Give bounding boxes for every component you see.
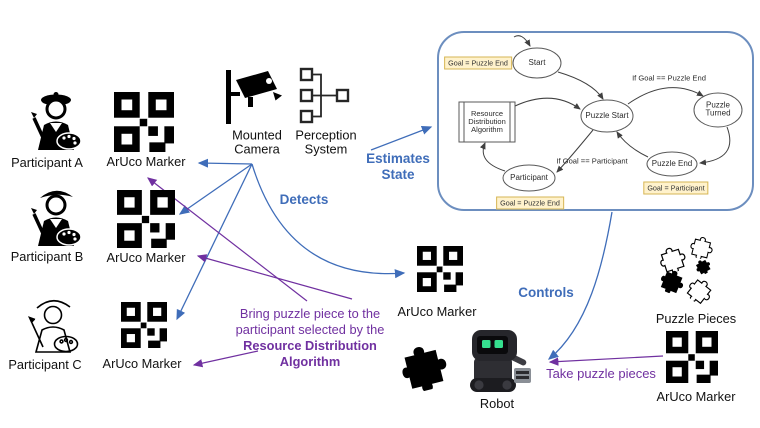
puzzle-pieces-label: Puzzle Pieces: [655, 310, 737, 326]
aruco-marker-b-label: ArUco Marker: [106, 249, 186, 265]
edge-puzzlestart-participant: [556, 129, 594, 173]
aruco-marker-right-label: ArUco Marker: [656, 388, 736, 404]
aruco-marker-a-icon: [114, 92, 174, 152]
puzzle-piece-icon: [397, 341, 452, 396]
edge-initial: [513, 35, 531, 47]
state-start-label: Start: [528, 57, 546, 67]
note-goal-puzzle-end-bottom: Goal = Puzzle End: [496, 196, 564, 210]
state-transitions: [479, 35, 731, 173]
detects-arrows: [176, 158, 406, 321]
aruco-marker-b-icon: [117, 190, 175, 248]
aruco-marker-c-icon: [121, 302, 167, 348]
robot-image: [470, 330, 531, 392]
bring-puzzle-note-normal: Bring puzzle piece to the participant se…: [235, 306, 385, 337]
state-puzzle-end: [646, 151, 698, 177]
state-participant: [502, 164, 556, 192]
participant-c-label: Participant C: [8, 356, 82, 372]
aruco-marker-c-label: ArUco Marker: [102, 355, 182, 371]
bring-puzzle-note: Bring puzzle piece to the participant se…: [235, 306, 385, 369]
detects-arrow-marker-b: [178, 163, 253, 215]
state-participant-label: Participant: [510, 172, 548, 182]
mounted-camera-icon: [226, 70, 282, 124]
edge-participant-algorithm: [479, 142, 506, 172]
edge-algorithm-puzzlestart: [514, 97, 581, 110]
state-puzzle-end-label: Puzzle End: [651, 158, 693, 168]
edge-puzzleturned-puzzleend: [699, 126, 731, 166]
controls-arrow: [547, 211, 613, 360]
edge-puzzlestart-puzzleturned: [627, 87, 704, 105]
edge-puzzleend-puzzlestart: [616, 131, 649, 158]
participant-c-icon: [27, 299, 79, 353]
algorithm-box-label: Resource Distribution Algorithm: [468, 109, 506, 134]
perception-system-icon: [299, 67, 350, 124]
detects-arrow-marker-center: [251, 163, 406, 279]
bring-puzzle-note-bold: Resource Distribution Algorithm: [243, 337, 377, 369]
note-goal-participant: Goal = Participant: [643, 181, 709, 195]
algorithm-box: [458, 101, 516, 143]
take-pieces-label: Take puzzle pieces: [546, 365, 656, 381]
participant-a-icon: [31, 92, 82, 150]
controls-label: Controls: [518, 284, 574, 300]
aruco-marker-right-icon: [666, 331, 718, 383]
state-puzzle-start-label: Puzzle Start: [585, 110, 629, 120]
bring-arrow-marker-b: [196, 254, 353, 300]
detects-label: Detects: [279, 191, 329, 207]
state-puzzle-start: [580, 99, 634, 133]
edge-label-participant: If Goal == Participant: [556, 156, 628, 166]
participant-a-label: Participant A: [11, 154, 83, 170]
estimates-state-arrow: [370, 126, 433, 151]
participant-b-icon: [31, 190, 82, 246]
aruco-marker-a-label: ArUco Marker: [106, 153, 186, 169]
aruco-marker-center-label: ArUco Marker: [397, 303, 477, 319]
edge-label-puzzle-end: If Goal == Puzzle End: [632, 73, 706, 83]
edge-start-puzzlestart: [557, 71, 604, 100]
perception-system-label: Perception System: [295, 127, 357, 157]
detects-arrow-marker-c: [176, 163, 253, 321]
puzzle-pieces-icon: [656, 234, 717, 309]
take-pieces-arrow: [548, 355, 664, 366]
state-shapes: [458, 47, 743, 192]
robot-label: Robot: [479, 395, 515, 411]
state-puzzle-turned: [693, 92, 743, 128]
mounted-camera-label: Mounted Camera: [232, 127, 282, 157]
bring-arrow-marker-c: [192, 350, 259, 368]
state-puzzle-turned-label: Puzzle Turned: [705, 100, 731, 118]
estimates-state-label: Estimates State: [366, 150, 430, 182]
note-goal-puzzle-end-top: Goal = Puzzle End: [444, 56, 512, 70]
detects-arrow-marker-a: [197, 158, 253, 168]
state-start: [512, 47, 562, 79]
participant-b-label: Participant B: [10, 248, 84, 264]
aruco-marker-center-icon: [417, 246, 463, 292]
